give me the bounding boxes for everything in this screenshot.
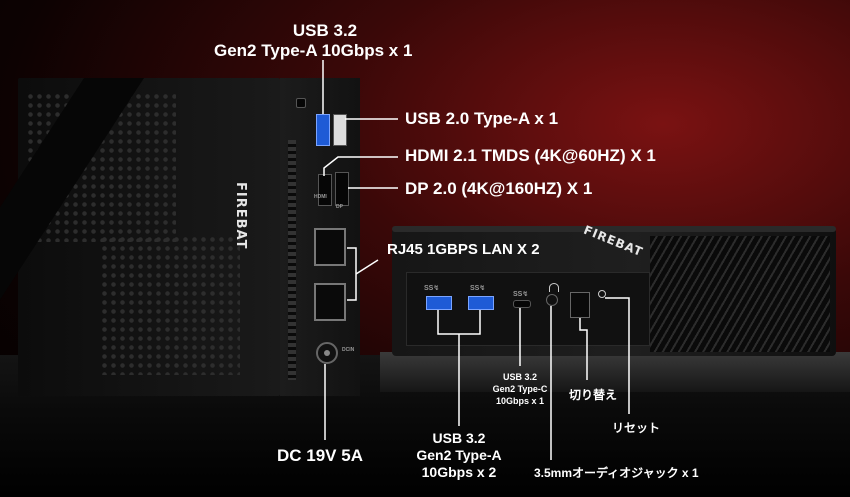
usb-a-2-marking: SS↯ (470, 285, 486, 292)
line-switch (579, 318, 588, 380)
label-usbc-line1: USB 3.2 (502, 372, 537, 382)
audio-jack (546, 294, 558, 306)
back-vent-slats (650, 236, 830, 352)
label-dc: DC 19V 5A (277, 446, 363, 465)
label-hdmi: HDMI 2.1 TMDS (4K@60HZ) X 1 (405, 146, 656, 165)
label-usb20: USB 2.0 Type-A x 1 (405, 109, 559, 128)
label-rj45: RJ45 1GBPS LAN X 2 (387, 241, 540, 258)
label-usb32-back-line1: USB 3.2 (432, 430, 486, 446)
label-dp: DP 2.0 (4K@160HZ) X 1 (405, 179, 593, 198)
label-usbc: USB 3.2 Gen2 Type-C 10Gbps x 1 (478, 371, 562, 407)
hdmi-port (318, 174, 332, 206)
label-switch: 切り替え (569, 388, 618, 402)
label-usbc-line3: 10Gbps x 1 (495, 396, 545, 406)
label-usb32-back-line2: Gen2 Type-A (416, 447, 502, 463)
label-usb32-front-line1: USB 3.2 (292, 21, 358, 40)
label-usbc-line2: Gen2 Type-C (492, 384, 548, 394)
dc-jack (316, 342, 338, 364)
dp-port-label: DP (336, 204, 343, 210)
label-usb32-front-line2: Gen2 Type-A 10Gbps x 1 (214, 41, 413, 60)
line-usb32-back (437, 310, 481, 335)
label-usb32-front: USB 3.2 Gen2 Type-A 10Gbps x 1 (214, 21, 412, 61)
usb-c-marking: SS↯ (513, 291, 529, 298)
headphone-icon (549, 283, 559, 292)
reset-icon (598, 290, 606, 298)
side-vent (288, 140, 296, 380)
label-usb32-back: USB 3.2 Gen2 Type-A 10Gbps x 2 (395, 430, 523, 481)
dc-port-label: DCIN (342, 347, 355, 353)
rj45-port-2 (314, 283, 346, 321)
back-device-top-edge (392, 226, 836, 232)
usb20-front-port (333, 114, 347, 146)
hdmi-port-label: HDMI (314, 194, 327, 200)
kensington-lock-icon (296, 98, 306, 108)
line-reset (605, 297, 630, 414)
switch-button (570, 292, 590, 318)
line-rj45 (347, 247, 357, 301)
label-audio: 3.5mmオーディオジャック x 1 (534, 466, 699, 480)
dp-port (335, 172, 349, 206)
line-rj45-branch (355, 259, 379, 275)
label-usb32-back-line3: 10Gbps x 2 (421, 464, 497, 480)
usb-a-1-marking: SS↯ (424, 285, 440, 292)
label-reset: リセット (612, 421, 661, 435)
usb32-back-port-2 (468, 296, 494, 310)
usb32-front-port (316, 114, 330, 146)
usb32-back-port-1 (426, 296, 452, 310)
line-hdmi (323, 156, 398, 176)
rj45-port-1 (314, 228, 346, 266)
usbc-port (513, 300, 531, 308)
front-mesh-pattern-lower (100, 235, 240, 375)
